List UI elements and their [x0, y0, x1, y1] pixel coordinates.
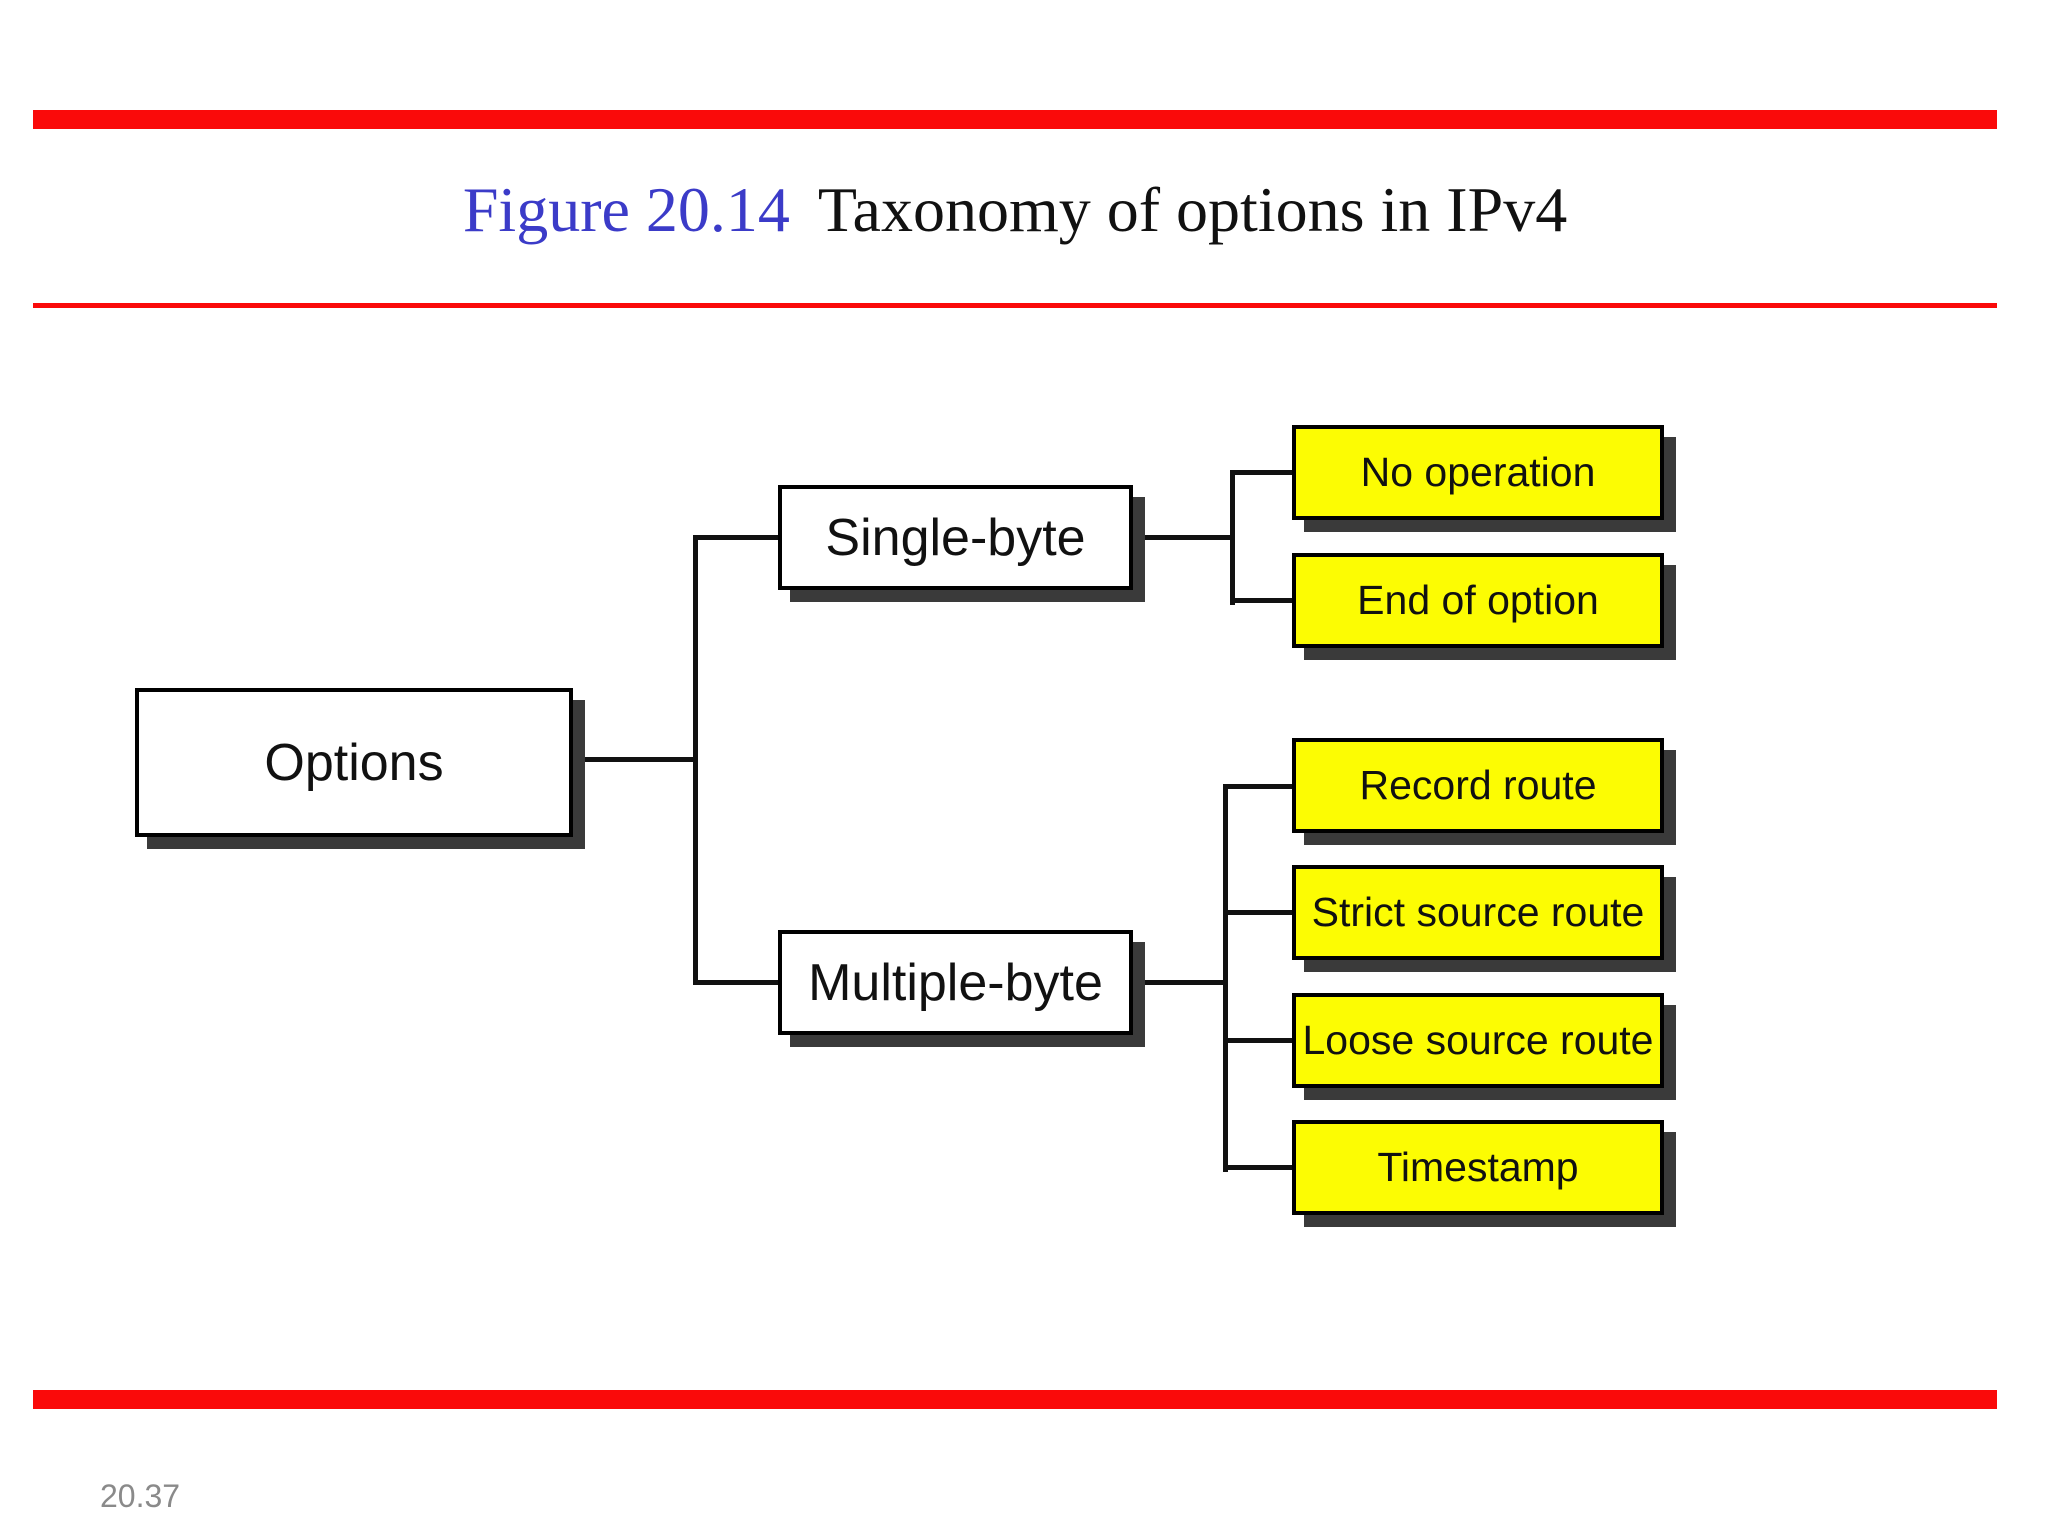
- node-no-operation: No operation: [1292, 425, 1664, 520]
- connector-trunk-vertical: [693, 535, 698, 985]
- node-timestamp: Timestamp: [1292, 1120, 1664, 1215]
- slide-title: Figure 20.14 Taxonomy of options in IPv4: [33, 168, 1997, 252]
- figure-caption: Taxonomy of options in IPv4: [817, 174, 1568, 245]
- node-record-route: Record route: [1292, 738, 1664, 833]
- node-record-route-label: Record route: [1359, 762, 1597, 808]
- node-strict-source-route-label: Strict source route: [1311, 889, 1645, 935]
- title-underline-rule: [33, 303, 1997, 308]
- node-end-of-option-label: End of option: [1357, 577, 1599, 623]
- connector-multiple-byte-to-bracket: [1133, 980, 1228, 985]
- node-loose-source-route-label: Loose source route: [1302, 1017, 1654, 1063]
- node-strict-source-route: Strict source route: [1292, 865, 1664, 960]
- connector-trunk-to-single-byte: [698, 535, 778, 540]
- stub-end-of-option: [1235, 598, 1292, 603]
- node-options-label: Options: [264, 733, 444, 792]
- node-timestamp-label: Timestamp: [1377, 1144, 1579, 1190]
- node-multiple-byte: Multiple-byte: [778, 930, 1133, 1035]
- page-number: 20.37: [100, 1478, 181, 1514]
- stub-strict-source-route: [1228, 910, 1292, 915]
- stub-timestamp: [1228, 1165, 1292, 1170]
- node-end-of-option: End of option: [1292, 553, 1664, 648]
- figure-number: Figure 20.14: [462, 174, 790, 245]
- stub-record-route: [1228, 784, 1292, 789]
- bottom-red-bar: [33, 1390, 1997, 1409]
- node-options: Options: [135, 688, 573, 837]
- connector-options-to-trunk: [573, 757, 698, 762]
- connector-trunk-to-multiple-byte: [698, 980, 778, 985]
- stub-no-operation: [1235, 470, 1292, 475]
- node-single-byte: Single-byte: [778, 485, 1133, 590]
- bracket-single-byte-vertical: [1230, 470, 1235, 605]
- top-red-bar: [33, 110, 1997, 129]
- node-no-operation-label: No operation: [1360, 449, 1596, 495]
- stub-loose-source-route: [1228, 1038, 1292, 1043]
- bracket-multiple-byte-vertical: [1223, 784, 1228, 1172]
- connector-single-byte-to-bracket: [1133, 535, 1235, 540]
- node-multiple-byte-label: Multiple-byte: [808, 953, 1103, 1012]
- node-single-byte-label: Single-byte: [825, 508, 1086, 567]
- node-loose-source-route: Loose source route: [1292, 993, 1664, 1088]
